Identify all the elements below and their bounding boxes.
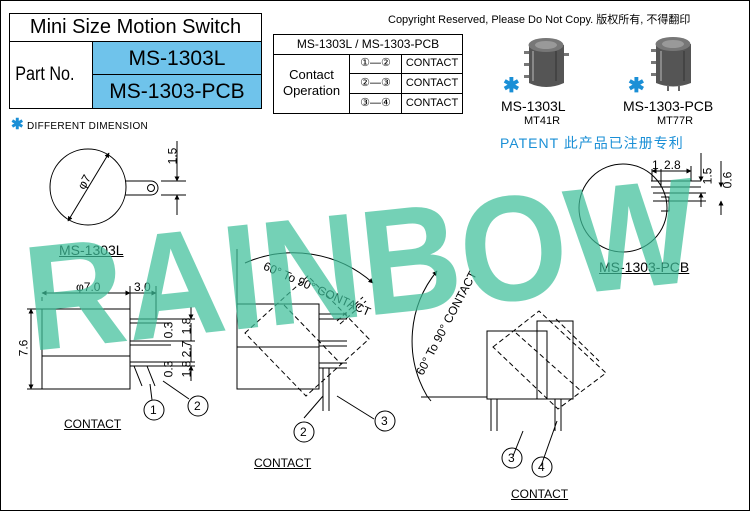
- table-row-value: CONTACT: [405, 97, 459, 109]
- callout-number: 2: [300, 425, 307, 439]
- callout-number: 3: [381, 414, 388, 428]
- operation-label: Operation: [282, 83, 341, 98]
- model-ms-1303l: MS-1303L: [92, 42, 261, 75]
- asterisk-icon: ✱: [628, 75, 645, 97]
- contact-label: CONTACT: [64, 417, 122, 431]
- callout-number: 3: [508, 451, 515, 465]
- side-view-tilt-ms-1303l: [236, 249, 375, 420]
- product-code: MT41R: [524, 115, 561, 127]
- contact-table: MS-1303L / MS-1303-PCB Contact Operation…: [273, 34, 463, 114]
- part-number-label: Part No.: [15, 64, 75, 85]
- table-row-value: CONTACT: [405, 57, 459, 69]
- callout-number: 4: [538, 460, 545, 474]
- table-row-pins: ②—③: [350, 74, 402, 93]
- patent-note: PATENT 此产品已注册专利: [500, 135, 684, 151]
- drawing-label-ms-1303-pcb: MS-1303-PCB: [599, 259, 690, 275]
- dim-r-1-5: 1.5: [700, 167, 715, 185]
- model-ms-1303-pcb: MS-1303-PCB: [92, 75, 261, 108]
- copyright-notice: Copyright Reserved, Please Do Not Copy. …: [388, 14, 691, 26]
- product-name: MS-1303L: [501, 98, 566, 114]
- contact-label: CONTACT: [254, 456, 312, 470]
- top-view-pcb: [578, 153, 724, 253]
- table-row-pins: ①—②: [350, 54, 402, 73]
- row-divider: [350, 73, 462, 74]
- dim-r-1: 1: [652, 158, 659, 172]
- drawing-label-ms-1303l: MS-1303L: [59, 242, 124, 258]
- dim-1-8: 1.8: [179, 317, 194, 335]
- dim-0-3: 0.3: [161, 321, 176, 339]
- product-image-ms-1303l: [524, 38, 569, 87]
- dim-r-2-8: 2.8: [664, 158, 681, 172]
- dim-width: 3.0: [134, 280, 151, 294]
- part-number-box: Part No. MS-1303L MS-1303-PCB: [9, 41, 262, 109]
- contact-label: Contact: [289, 67, 334, 82]
- dim-0-3b: 0.3: [161, 360, 176, 378]
- asterisk-icon: ✱: [503, 75, 520, 97]
- callout-number: 2: [194, 399, 201, 413]
- product-code: MT77R: [657, 115, 694, 127]
- product-image-ms-1303-pcb: [651, 37, 691, 91]
- callout-circles: [143, 395, 553, 478]
- dim-2-7: 2.7: [179, 340, 194, 358]
- contact-table-header: MS-1303L / MS-1303-PCB: [274, 35, 462, 55]
- contact-label: CONTACT: [511, 487, 569, 501]
- dim-height: 7.6: [16, 339, 31, 357]
- product-name: MS-1303-PCB: [623, 98, 714, 114]
- row-divider: [350, 93, 462, 94]
- different-dimension-text: DIFFERENT DIMENSION: [26, 121, 149, 132]
- asterisk-icon: ✱: [11, 116, 24, 133]
- table-row-pins: ③—④: [350, 94, 402, 113]
- different-dimension-note: ✱ DIFFERENT DIMENSION: [11, 115, 148, 133]
- dim-r-0-6: 0.6: [720, 171, 735, 189]
- dim-top-tab: 1.5: [165, 147, 180, 165]
- side-view-pcb: [411, 270, 607, 467]
- table-row-value: CONTACT: [405, 77, 459, 89]
- dim-1-8b: 1.8: [179, 360, 194, 378]
- contact-operation-label: Contact Operation: [274, 54, 350, 113]
- top-view-ms-1303l: [49, 141, 186, 226]
- dim-diameter: φ7.0: [76, 280, 101, 294]
- front-view-ms-1303l: [27, 286, 195, 401]
- callout-number: 1: [150, 403, 157, 417]
